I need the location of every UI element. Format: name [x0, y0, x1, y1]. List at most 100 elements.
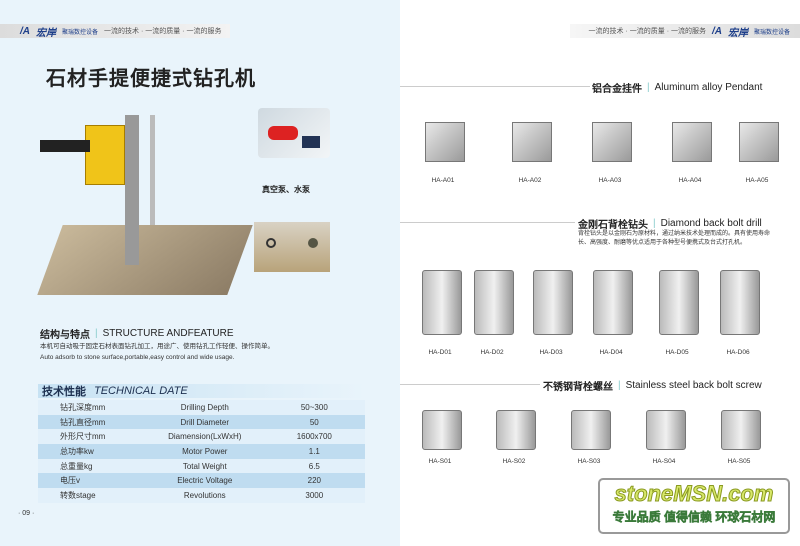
- company-name: 聚瑞数控设备: [62, 29, 99, 36]
- param-cn: 电压v: [38, 473, 146, 489]
- product-label: HA-S02: [502, 458, 526, 465]
- product-label: HA-A04: [678, 177, 702, 184]
- product-image: [659, 270, 699, 335]
- screw-heading-en: Stainless steel back bolt screw: [625, 380, 762, 391]
- drill-heading-cn: 金刚石背栓钻头: [578, 220, 648, 231]
- product-label: HA-D03: [539, 349, 563, 356]
- header-bar: /A 宏岸 聚瑞数控设备 一流的技术 · 一流的质量 · 一流的服务: [0, 24, 230, 39]
- product-label: HA-D02: [480, 349, 504, 356]
- drill-machine-image: [30, 95, 253, 305]
- product-image: [512, 122, 552, 162]
- slogan-right: 一流的技术 · 一流的质量 · 一流的服务: [588, 28, 706, 35]
- screw-heading: 不锈钢背栓螺丝|Stainless steel back bolt screw: [543, 380, 762, 393]
- drilled-stone-image: [254, 222, 330, 272]
- param-cn: 转数stage: [38, 488, 146, 503]
- page-number: · 09 ·: [18, 510, 35, 517]
- drill-heading: 金刚石背栓钻头|Diamond back bolt drill: [578, 218, 762, 231]
- tech-heading-cn: 技术性能: [42, 386, 86, 398]
- structure-desc-en: Auto adsorb to stone surface,portable,ea…: [40, 354, 235, 361]
- watermark-site: stoneMSN.com: [614, 481, 774, 507]
- product-image: [672, 122, 712, 162]
- param-cn: 总重量kg: [38, 458, 146, 474]
- product-label: HA-D05: [665, 349, 689, 356]
- vacuum-pump-image: [258, 108, 330, 158]
- pump-caption: 真空泵、水泵: [262, 185, 310, 194]
- page-title: 石材手提便捷式钻孔机: [46, 66, 256, 90]
- param-value: 1600x700: [263, 429, 365, 445]
- product-label: HA-A02: [518, 177, 542, 184]
- param-value: 3000: [263, 488, 365, 503]
- param-value: 6.5: [263, 458, 365, 474]
- watermark-slogan: 专业品质 值得信赖 环球石材网: [612, 510, 776, 525]
- product-label: HA-A03: [598, 177, 622, 184]
- param-value: 50~300: [263, 400, 365, 415]
- product-label: HA-A01: [431, 177, 455, 184]
- aluminum-heading-en: Aluminum alloy Pendant: [654, 82, 763, 93]
- param-en: Electric Voltage: [145, 473, 264, 489]
- product-label: HA-A05: [745, 177, 769, 184]
- aluminum-heading-cn: 铝合金挂件: [592, 84, 642, 95]
- param-en: Motor Power: [145, 444, 264, 459]
- left-page: /A 宏岸 聚瑞数控设备 一流的技术 · 一流的质量 · 一流的服务 石材手提便…: [0, 0, 400, 546]
- param-cn: 总功率kw: [38, 444, 146, 459]
- product-image: [474, 270, 514, 335]
- product-label: HA-S03: [577, 458, 601, 465]
- divider: [400, 222, 575, 223]
- structure-heading-cn: 结构与特点: [40, 330, 90, 341]
- logo-mark: /A: [20, 25, 30, 37]
- product-image: [422, 270, 462, 335]
- param-cn: 钻孔直径mm: [38, 414, 146, 430]
- product-image: [739, 122, 779, 162]
- product-image: [571, 410, 611, 450]
- param-en: Diamension(LxWxH): [145, 429, 264, 445]
- param-value: 220: [263, 473, 365, 489]
- param-value: 1.1: [263, 444, 365, 459]
- product-label: HA-S04: [652, 458, 676, 465]
- product-label: HA-S05: [727, 458, 751, 465]
- product-image: [646, 410, 686, 450]
- right-page: 一流的技术 · 一流的质量 · 一流的服务 /A 宏岸 聚瑞数控设备 铝合金挂件…: [400, 0, 800, 546]
- param-cn: 钻孔深度mm: [38, 400, 146, 415]
- product-image: [496, 410, 536, 450]
- slogan: 一流的技术 · 一流的质量 · 一流的服务: [104, 28, 222, 35]
- product-image: [533, 270, 573, 335]
- product-image: [720, 270, 760, 335]
- logo-text: 宏岸: [36, 27, 56, 39]
- param-en: Drilling Depth: [145, 400, 264, 415]
- tech-heading-en: TECHNICAL DATE: [94, 385, 188, 397]
- product-label: HA-D01: [428, 349, 452, 356]
- divider: [400, 86, 590, 87]
- structure-desc-cn: 本机可自动吸于固定石材表面钻孔加工，用途广、使用钻孔工作轻便、操作简单。: [40, 343, 274, 350]
- param-cn: 外形尺寸mm: [38, 429, 146, 445]
- param-en: Drill Diameter: [145, 414, 264, 430]
- product-label: HA-S01: [428, 458, 452, 465]
- param-en: Total Weight: [145, 458, 264, 474]
- logo-mark-right: /A: [711, 25, 722, 37]
- product-label: HA-D04: [599, 349, 623, 356]
- product-image: [592, 122, 632, 162]
- structure-heading: 结构与特点|STRUCTURE ANDFEATURE: [40, 328, 234, 341]
- header-bar-right: 一流的技术 · 一流的质量 · 一流的服务 /A 宏岸 聚瑞数控设备: [570, 24, 800, 39]
- divider: [400, 384, 540, 385]
- product-image: [593, 270, 633, 335]
- param-en: Revolutions: [145, 488, 264, 503]
- param-value: 50: [263, 414, 365, 430]
- aluminum-heading: 铝合金挂件|Aluminum alloy Pendant: [592, 82, 763, 95]
- product-label: HA-D06: [726, 349, 750, 356]
- screw-heading-cn: 不锈钢背栓螺丝: [543, 382, 613, 393]
- company-name-right: 聚瑞数控设备: [753, 29, 790, 36]
- watermark: stoneMSN.com 专业品质 值得信赖 环球石材网: [598, 478, 790, 534]
- product-image: [425, 122, 465, 162]
- logo-text-right: 宏岸: [727, 27, 748, 39]
- product-image: [422, 410, 462, 450]
- structure-heading-en: STRUCTURE ANDFEATURE: [102, 328, 234, 339]
- drill-desc: 背栓钻头是以金刚石为原材料，通过纳米技术处理而成的。具有使用寿命长、高强度、耐磨…: [578, 231, 771, 246]
